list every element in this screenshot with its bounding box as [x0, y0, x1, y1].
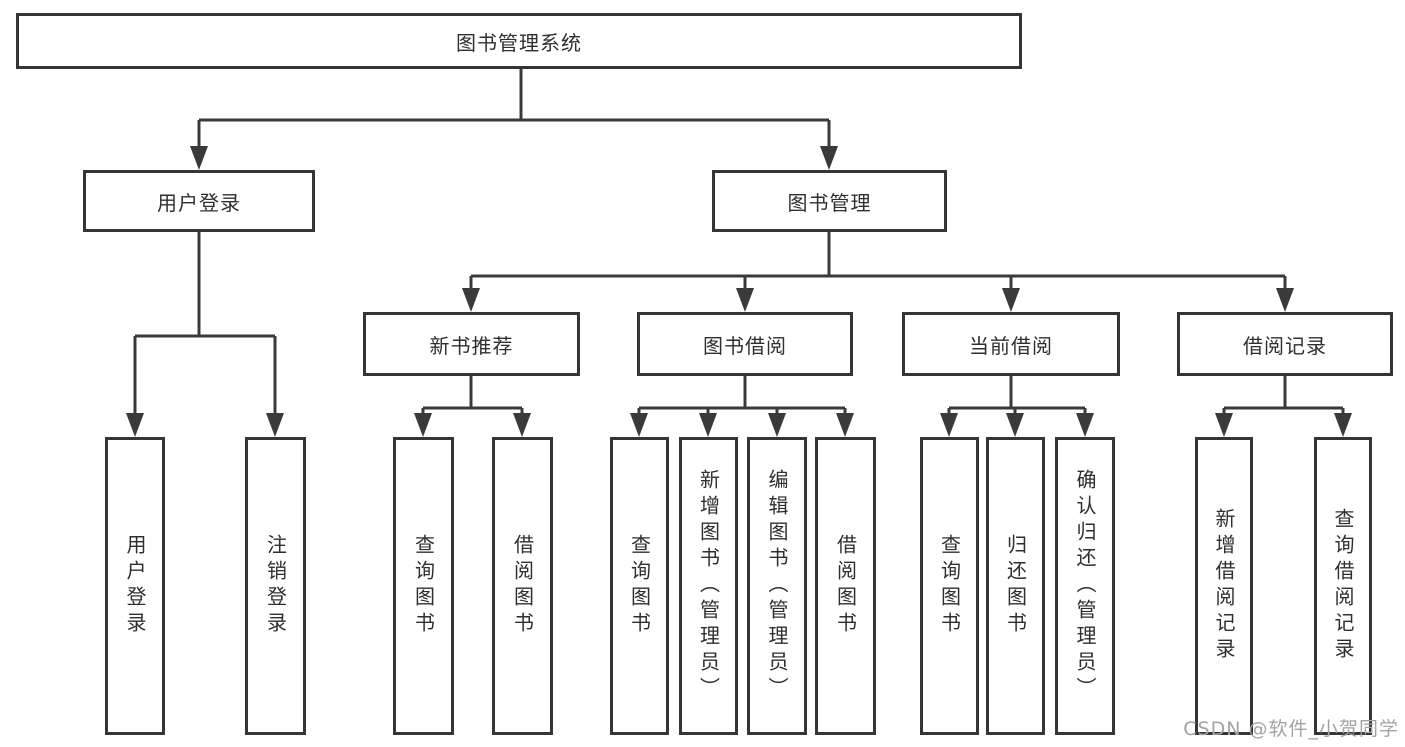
node-label: 借阅记录	[1243, 333, 1327, 358]
node-label: 查询图书	[411, 534, 436, 638]
node-label: 查询借阅记录	[1331, 508, 1355, 664]
node-label: 用户登录	[123, 534, 147, 638]
leaf-confirm-return-admin: 确认归还（管理员）	[1055, 437, 1115, 735]
node-label: 编辑图书（管理员）	[765, 469, 789, 703]
connector-book-mgmt-to-l3	[462, 232, 1294, 312]
connector-borrow-record-to-leaves	[1215, 376, 1352, 437]
leaf-borrow-books: 借阅图书	[815, 437, 876, 735]
connector-new-book-to-leaves	[414, 376, 531, 437]
leaf-query-borrow-record: 查询借阅记录	[1314, 437, 1372, 735]
node-label: 归还图书	[1003, 534, 1028, 638]
node-label: 确认归还（管理员）	[1073, 469, 1097, 703]
node-label: 用户登录	[157, 190, 241, 215]
connector-current-borrow-to-leaves	[940, 376, 1094, 437]
node-label: 新增借阅记录	[1212, 508, 1236, 664]
connector-user-login-to-leaves	[126, 232, 284, 437]
connector-book-borrow-to-leaves	[630, 376, 854, 437]
leaf-query-books-current: 查询图书	[920, 437, 979, 735]
node-label: 图书管理系统	[456, 30, 582, 55]
leaf-borrow-books-recommend: 借阅图书	[492, 437, 553, 735]
leaf-query-books-borrow: 查询图书	[610, 437, 669, 735]
node-root-library-system: 图书管理系统	[16, 13, 1022, 69]
node-new-book-recommend: 新书推荐	[363, 312, 580, 376]
node-borrow-records: 借阅记录	[1177, 312, 1393, 376]
node-user-login: 用户登录	[83, 170, 315, 232]
node-label: 借阅图书	[833, 534, 858, 638]
leaf-query-books-recommend: 查询图书	[393, 437, 454, 735]
leaf-edit-books-admin: 编辑图书（管理员）	[747, 437, 807, 735]
node-label: 注销登录	[263, 534, 288, 638]
connector-root-to-l2	[190, 69, 838, 170]
node-label: 查询图书	[627, 534, 652, 638]
node-label: 当前借阅	[969, 333, 1053, 358]
leaf-user-login: 用户登录	[105, 437, 165, 735]
node-current-borrow: 当前借阅	[902, 312, 1120, 376]
node-book-management: 图书管理	[712, 170, 947, 232]
leaf-add-borrow-record: 新增借阅记录	[1195, 437, 1253, 735]
node-label: 图书管理	[787, 190, 872, 215]
node-label: 查询图书	[937, 534, 962, 638]
node-label: 借阅图书	[510, 534, 535, 638]
leaf-return-books: 归还图书	[986, 437, 1045, 735]
node-label: 新书推荐	[429, 333, 514, 358]
leaf-add-books-admin: 新增图书（管理员）	[679, 437, 738, 735]
node-label: 图书借阅	[703, 333, 787, 358]
node-book-borrow: 图书借阅	[637, 312, 853, 376]
node-label: 新增图书（管理员）	[696, 469, 721, 703]
leaf-logout: 注销登录	[245, 437, 306, 735]
